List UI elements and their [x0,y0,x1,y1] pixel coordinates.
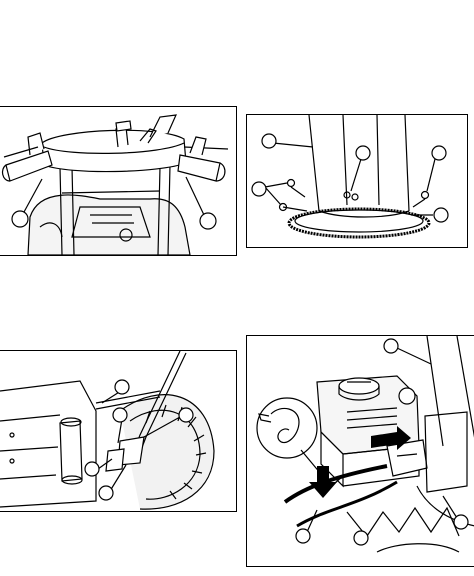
callout-circle [113,408,127,422]
callout-circle [262,134,276,148]
callout-circle [12,211,28,227]
wheel-illustration [0,351,236,511]
callout-circle [354,531,368,545]
callout-circle [434,208,448,222]
callout-circle [432,146,446,160]
figure-wheel-drive-lever [0,350,237,512]
callout-circle [454,515,468,529]
arrow-icon [309,466,337,498]
callout-circle [296,529,310,543]
callout-circle [99,486,113,500]
arrow-icon [371,426,411,450]
callout-circle [200,213,216,229]
figure-engine-fuel-line [246,335,474,567]
callout-circle [252,182,266,196]
callout-circle [179,408,193,422]
handlebar-illustration [0,107,236,255]
engine-illustration [247,336,474,566]
callout-circle [115,380,129,394]
figure-chute-base-ring [246,114,468,248]
callout-circle [85,462,99,476]
figure-handlebar-controls [0,106,237,256]
callout-circle [356,146,370,160]
chute-illustration [247,115,467,247]
callout-circle [384,339,398,353]
